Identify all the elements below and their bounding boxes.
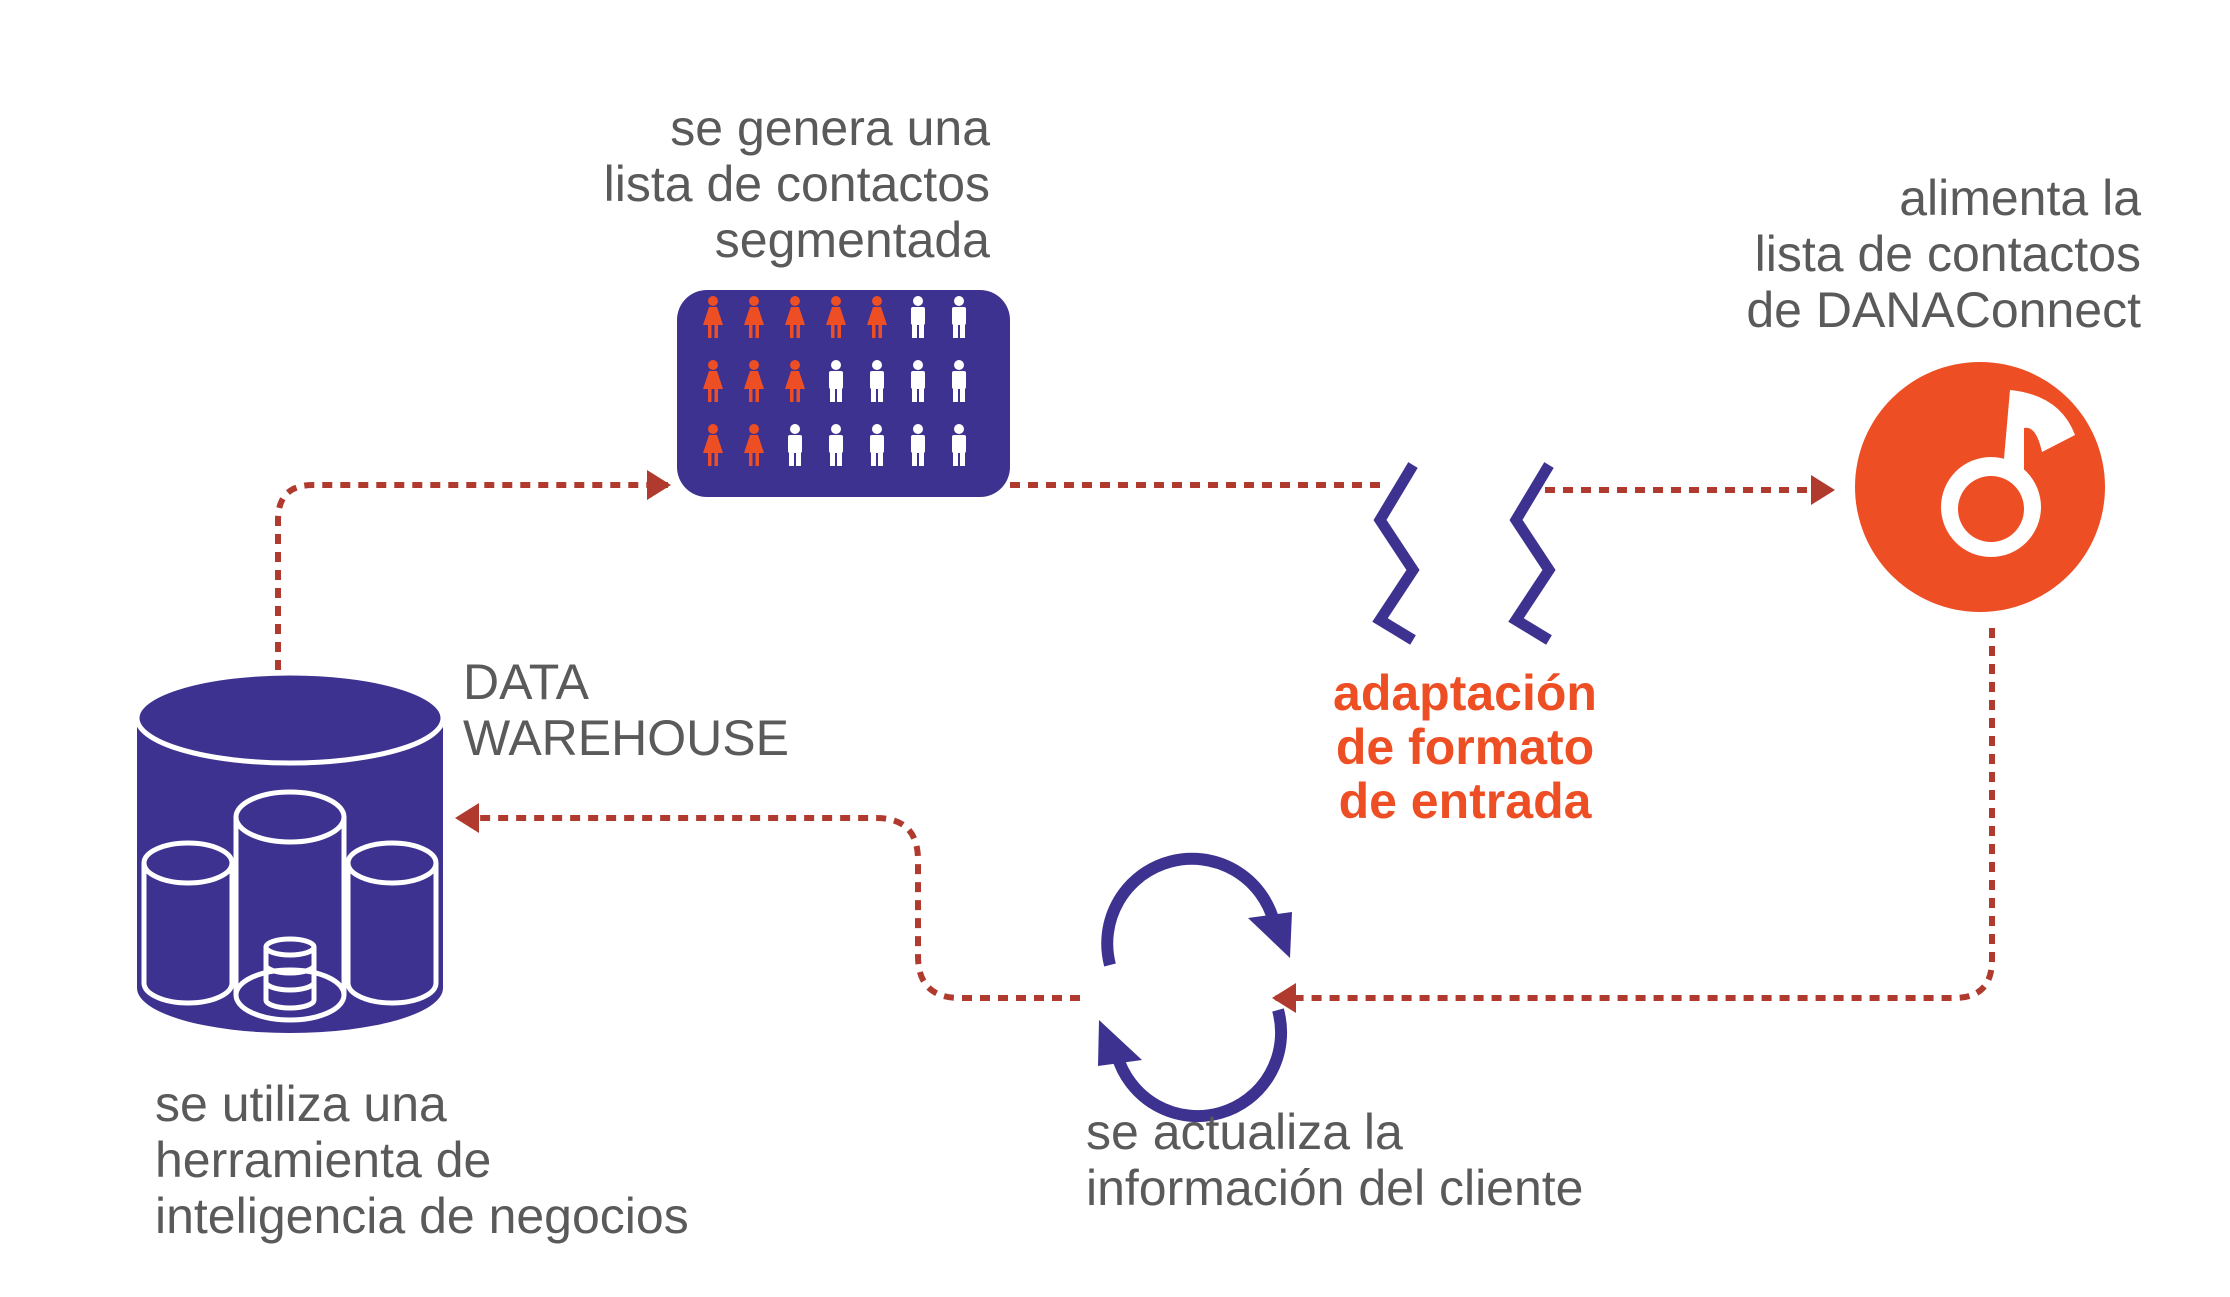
male-person-icon: [870, 424, 884, 466]
data-warehouse-label: DATA WAREHOUSE: [463, 654, 789, 766]
sync-icon: [1098, 852, 1292, 1123]
bi-tool-line-1: se utiliza una: [155, 1076, 447, 1132]
female-person-icon: [744, 296, 764, 338]
segmented-list-line-3: segmentada: [714, 212, 990, 268]
segmented-list-line-2: lista de contactos: [603, 156, 990, 212]
client-update-line-2: información del cliente: [1086, 1160, 1584, 1216]
people-grid: [703, 296, 966, 466]
male-person-icon: [911, 296, 925, 338]
data-warehouse-line-2: WAREHOUSE: [463, 710, 789, 766]
male-person-icon: [952, 296, 966, 338]
male-person-icon: [911, 360, 925, 402]
client-update-line-1: se actualiza la: [1086, 1104, 1403, 1160]
male-person-icon: [870, 360, 884, 402]
people-list-icon: [677, 290, 1010, 497]
male-person-icon: [952, 360, 966, 402]
adaptation-line-2: de formato: [1335, 719, 1595, 775]
bi-tool-line-2: herramienta de: [155, 1132, 492, 1188]
female-person-icon: [703, 424, 723, 466]
arrow-warehouse-to-list: [275, 470, 671, 670]
adaptation-line-1: adaptación: [1333, 665, 1597, 721]
format-break-icon: [1372, 462, 1556, 645]
arrow-sync-to-warehouse: [455, 803, 1080, 1001]
female-person-icon: [744, 424, 764, 466]
female-person-icon: [826, 296, 846, 338]
male-person-icon: [911, 424, 925, 466]
feeds-list-label: alimenta la lista de contactos de DANACo…: [1746, 170, 2141, 338]
segmented-list-label: se genera una lista de contactos segment…: [604, 100, 990, 268]
connectors: [275, 470, 1995, 1013]
female-person-icon: [785, 360, 805, 402]
adaptation-label: adaptación de formato de entrada: [1330, 666, 1600, 828]
arrow-logo-to-sync: [1272, 628, 1995, 1013]
adaptation-line-3: de entrada: [1338, 773, 1592, 829]
bi-tool-label: se utiliza una herramienta de inteligenc…: [155, 1076, 689, 1244]
female-person-icon: [867, 296, 887, 338]
female-person-icon: [785, 296, 805, 338]
data-warehouse-line-1: DATA: [463, 654, 589, 710]
segmented-list-line-1: se genera una: [670, 100, 990, 156]
female-person-icon: [703, 296, 723, 338]
bi-tool-line-3: inteligencia de negocios: [155, 1188, 689, 1244]
feeds-list-line-1: alimenta la: [1899, 170, 2141, 226]
client-update-label: se actualiza la información del cliente: [1086, 1104, 1584, 1216]
male-person-icon: [829, 424, 843, 466]
feeds-list-line-3: de DANAConnect: [1746, 282, 2141, 338]
male-person-icon: [829, 360, 843, 402]
database-icon: [134, 670, 446, 1033]
female-person-icon: [703, 360, 723, 402]
female-person-icon: [744, 360, 764, 402]
danaconnect-logo-icon: [1855, 362, 2105, 612]
male-person-icon: [952, 424, 966, 466]
male-person-icon: [788, 424, 802, 466]
feeds-list-line-2: lista de contactos: [1754, 226, 2141, 282]
